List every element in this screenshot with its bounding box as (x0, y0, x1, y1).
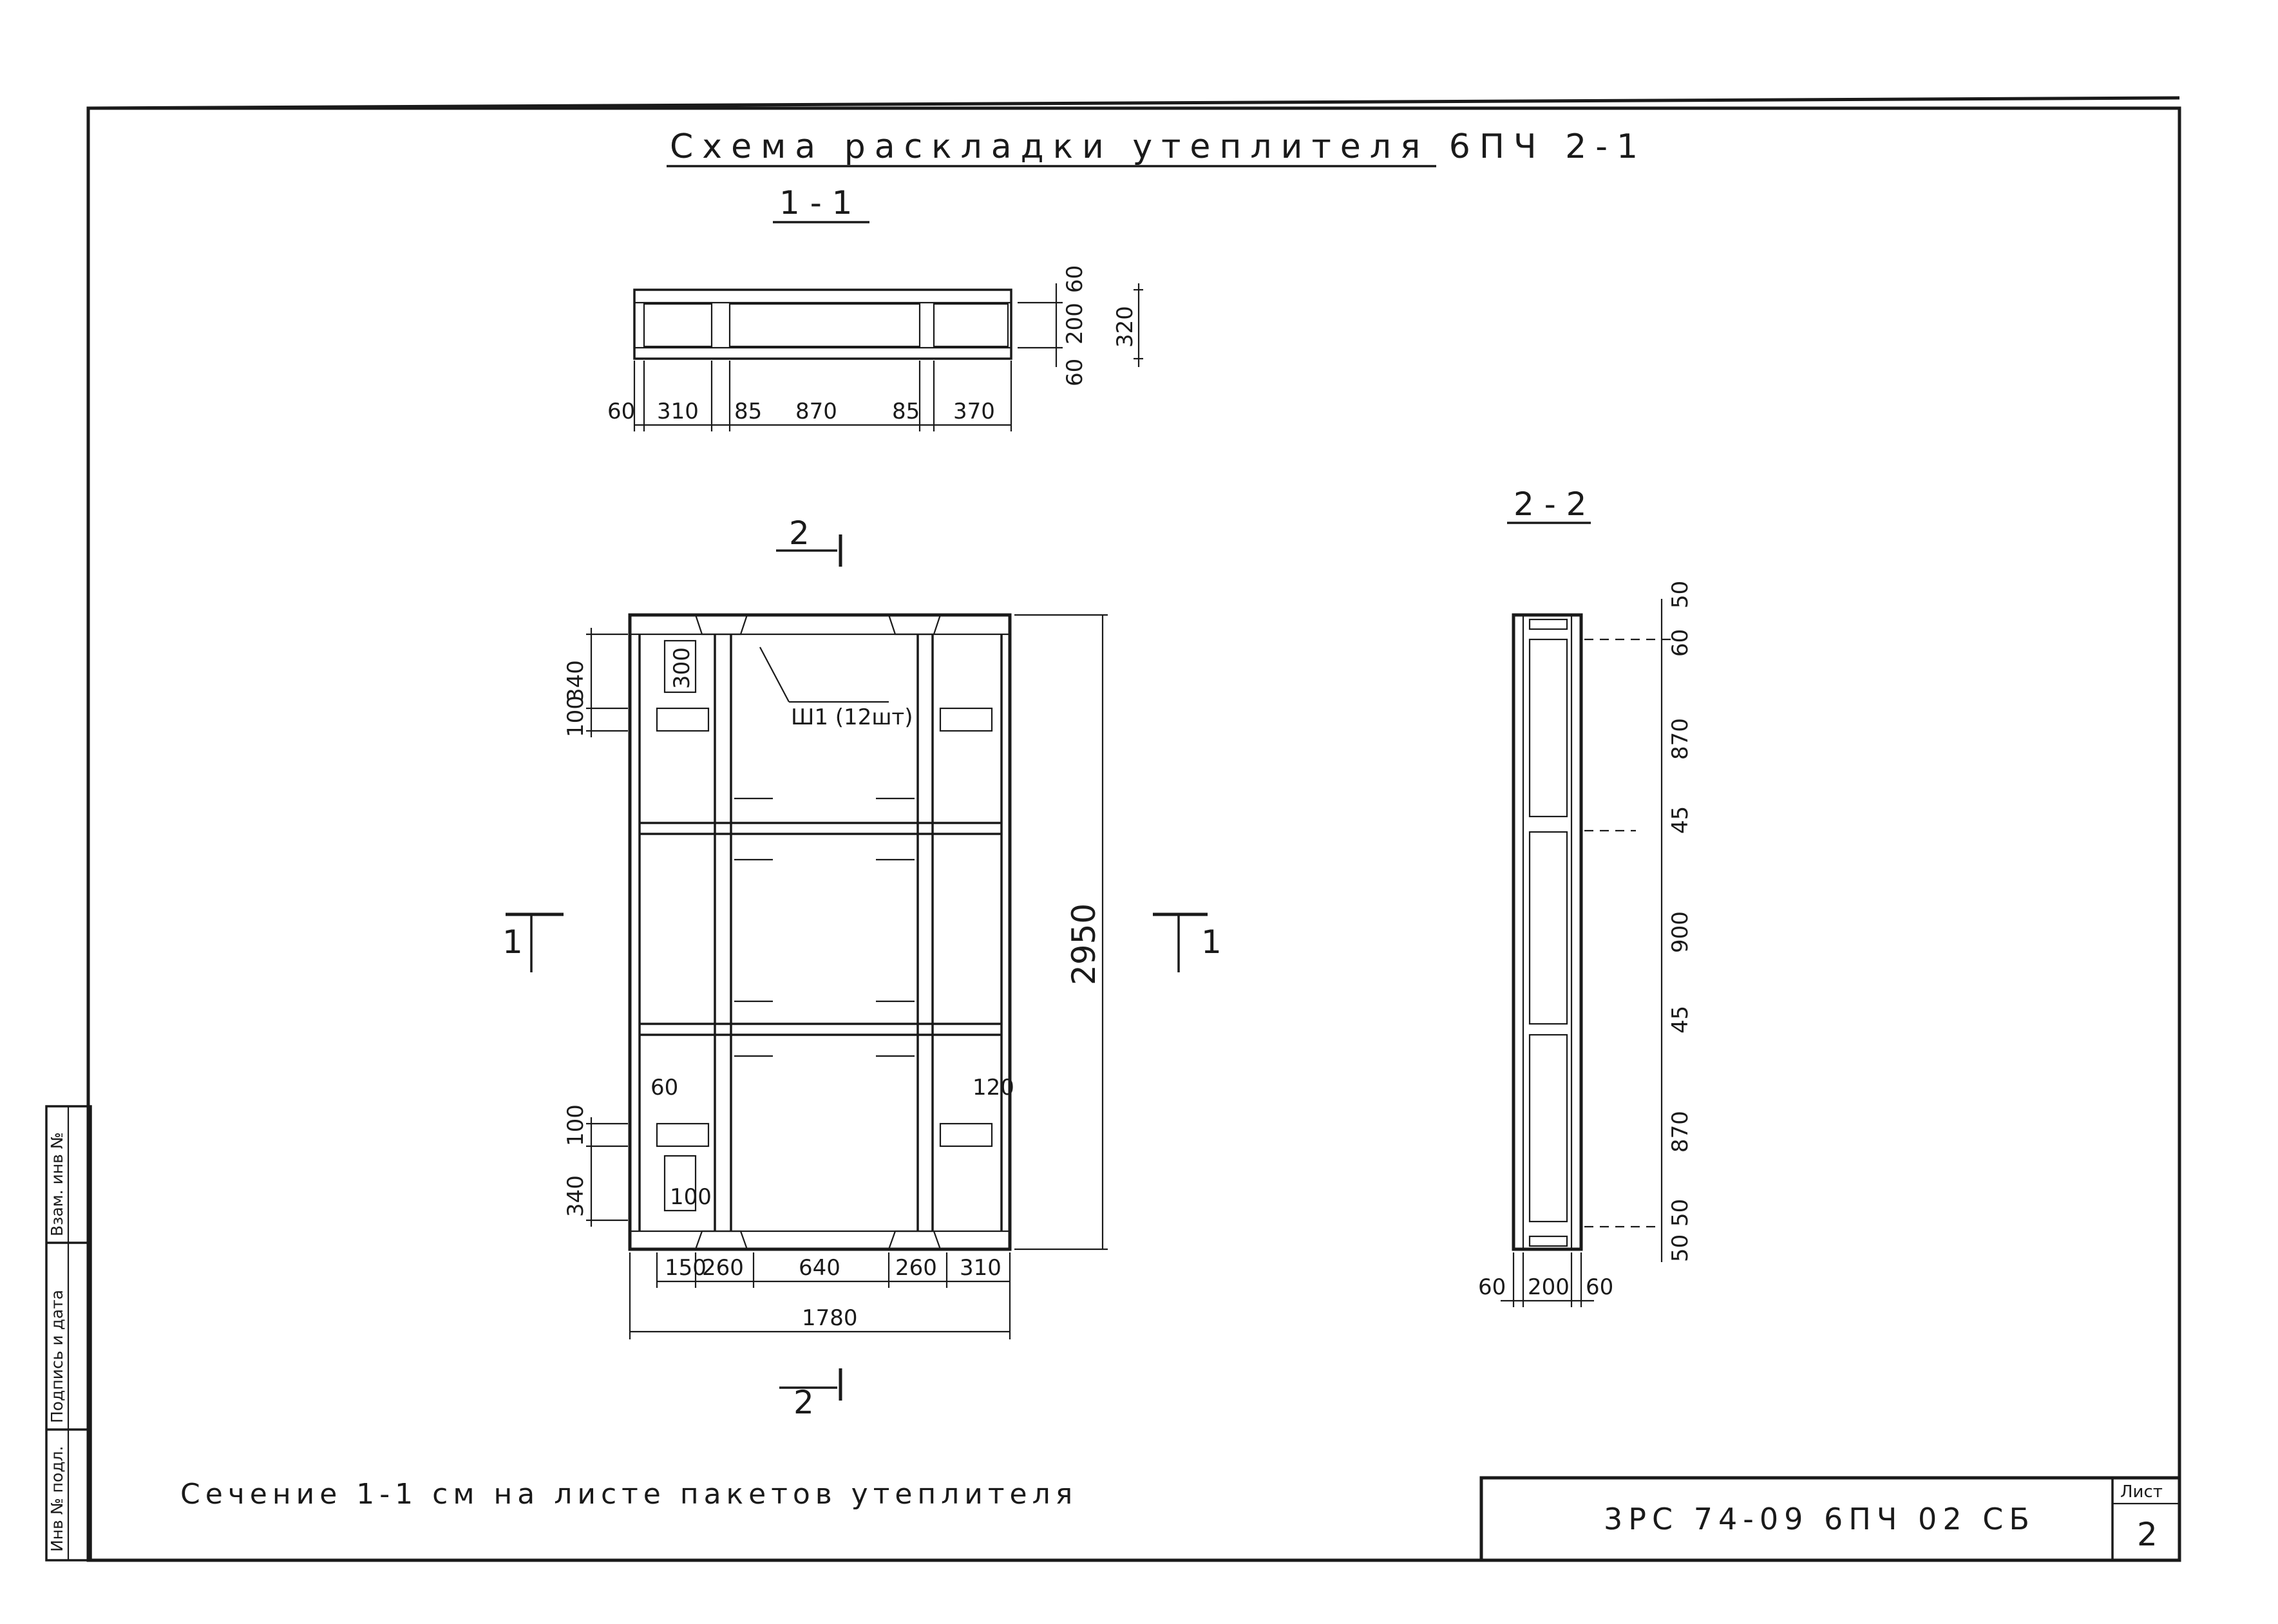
svg-text:60: 60 (1478, 1274, 1506, 1300)
cut-mark-1-left: 1 (502, 923, 523, 961)
svg-text:870: 870 (1667, 718, 1693, 760)
svg-text:50: 50 (1667, 581, 1693, 609)
section-1-1-label: 1 - 1 (779, 184, 852, 222)
insulation-block (1528, 1034, 1568, 1223)
overall-width: 1780 (802, 1305, 858, 1331)
svg-text:100: 100 (563, 695, 589, 737)
svg-text:870: 870 (795, 399, 837, 424)
insulation-callout: Ш1 (12шт) (791, 704, 913, 730)
insulation-block (1528, 618, 1568, 630)
svg-text:320: 320 (1112, 306, 1138, 348)
side-stamp-replace: Взам. инв № (48, 1132, 66, 1236)
svg-text:50: 50 (1667, 1199, 1693, 1227)
side-stamp-sign: Подпись и дата (48, 1290, 66, 1423)
side-stamp-inv: Инв № подл. (48, 1446, 66, 1552)
svg-text:640: 640 (799, 1255, 840, 1281)
sheet-frame (86, 96, 2181, 1562)
svg-text:200: 200 (1528, 1274, 1570, 1300)
svg-text:85: 85 (892, 399, 920, 424)
svg-text:310: 310 (960, 1255, 1001, 1281)
svg-text:300: 300 (669, 647, 695, 689)
section-1-1: 1 - 1 60 310 85 870 85 370 (607, 184, 1143, 431)
svg-text:45: 45 (1667, 806, 1693, 834)
svg-text:Схема раскладки утеплителя 6ПЧ: Схема раскладки утеплителя 6ПЧ 2-1 (670, 127, 1647, 166)
drawing-title: Схема раскладки утеплителя 6ПЧ 2-1 (667, 127, 1647, 167)
insulation-block (643, 303, 713, 348)
svg-text:120: 120 (973, 1075, 1014, 1100)
doc-code: 3РС 74-09 6ПЧ 02 СБ (1604, 1502, 2035, 1536)
svg-text:310: 310 (657, 399, 699, 424)
svg-text:260: 260 (895, 1255, 937, 1281)
svg-text:60: 60 (1062, 359, 1088, 386)
plan-view: 2 2 1 1 (502, 515, 1222, 1421)
section-2-2: 2 - 2 50 60 870 45 900 45 870 50 50 (1478, 486, 1693, 1307)
overall-height: 2950 (1065, 903, 1103, 985)
svg-text:340: 340 (563, 660, 589, 702)
svg-text:60: 60 (1667, 629, 1693, 657)
insulation-block (1528, 638, 1568, 818)
svg-text:100: 100 (563, 1104, 589, 1146)
cut-mark-2-bottom: 2 (793, 1384, 814, 1421)
insulation-block (1528, 1235, 1568, 1247)
svg-text:900: 900 (1667, 911, 1693, 953)
svg-text:340: 340 (563, 1175, 589, 1217)
insulation-block (1528, 831, 1568, 1025)
svg-text:85: 85 (734, 399, 762, 424)
svg-text:260: 260 (702, 1255, 744, 1281)
svg-text:200: 200 (1062, 303, 1088, 345)
insulation-block (933, 303, 1009, 348)
svg-text:150: 150 (665, 1255, 707, 1281)
svg-text:60: 60 (650, 1075, 678, 1100)
svg-text:60: 60 (607, 399, 635, 424)
sheet-label: Лист (2120, 1482, 2163, 1502)
cut-mark-1-right: 1 (1201, 923, 1222, 961)
cut-mark-2-top: 2 (789, 515, 810, 552)
svg-text:100: 100 (670, 1184, 712, 1210)
svg-text:60: 60 (1062, 265, 1088, 293)
side-stamp: Инв № подл. Подпись и дата Взам. инв № (45, 1105, 92, 1562)
sheet-number: 2 (2137, 1516, 2158, 1553)
footer-note: Сечение 1-1 см на листе пакетов утеплите… (180, 1478, 1077, 1511)
svg-text:870: 870 (1667, 1111, 1693, 1153)
svg-text:45: 45 (1667, 1006, 1693, 1034)
insulation-block (728, 303, 921, 348)
svg-text:60: 60 (1586, 1274, 1613, 1300)
title-block: 3РС 74-09 6ПЧ 02 СБ Лист 2 (1479, 1476, 2181, 1562)
svg-text:370: 370 (953, 399, 995, 424)
svg-text:50: 50 (1667, 1234, 1693, 1262)
section-2-2-label: 2 - 2 (1514, 486, 1586, 523)
